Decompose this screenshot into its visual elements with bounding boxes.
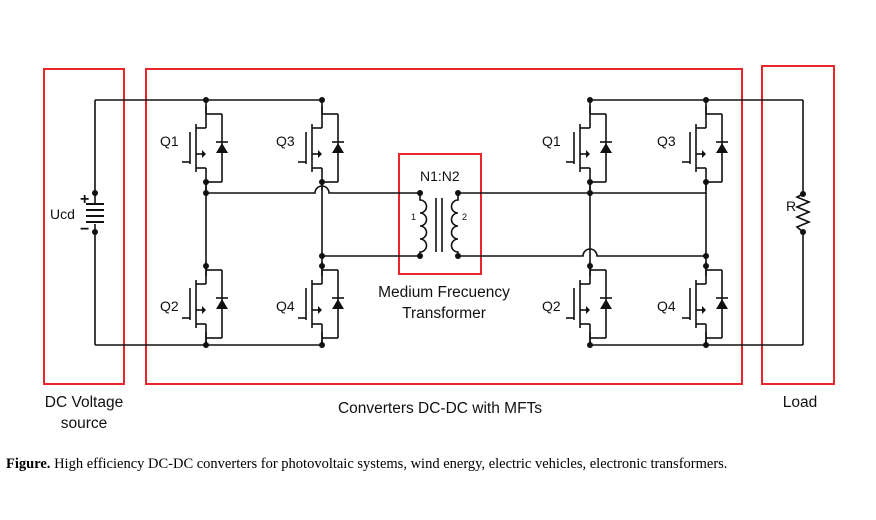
label-q2-right: Q2 bbox=[542, 298, 561, 314]
transformer-frame bbox=[398, 153, 482, 275]
label-q1-left: Q1 bbox=[160, 133, 179, 149]
mosfet-q2-right bbox=[565, 261, 613, 347]
source-box-label-line2: source bbox=[61, 415, 108, 432]
label-q1-right: Q1 bbox=[542, 133, 561, 149]
battery-icon bbox=[86, 203, 104, 223]
label-q4-left: Q4 bbox=[276, 298, 295, 314]
label-q2-left: Q2 bbox=[160, 298, 179, 314]
transformer-icon bbox=[419, 193, 459, 256]
mosfet-q1-right bbox=[565, 105, 613, 191]
mosfet-q4-right bbox=[681, 261, 729, 347]
figure-caption: Figure. High efficiency DC-DC converters… bbox=[6, 456, 872, 473]
winding-secondary-number: 2 bbox=[462, 212, 467, 222]
caption-prefix: Figure. bbox=[6, 456, 51, 472]
source-frame bbox=[43, 68, 125, 385]
label-ratio: N1:N2 bbox=[420, 168, 460, 184]
mosfet-q4-left bbox=[297, 261, 345, 347]
label-source: Ucd bbox=[50, 206, 75, 222]
converter-box-label: Converters DC-DC with MFTs bbox=[338, 400, 542, 417]
label-load-r: R bbox=[786, 198, 796, 214]
transformer-label-line2: Transformer bbox=[402, 305, 486, 322]
winding-primary-number: 1 bbox=[411, 212, 416, 222]
transformer-label-line1: Medium Frecuency bbox=[378, 284, 510, 301]
mosfet-q3-right bbox=[681, 105, 729, 191]
label-q3-left: Q3 bbox=[276, 133, 295, 149]
junction-dots bbox=[92, 97, 806, 348]
source-box-label-line1: DC Voltage bbox=[45, 394, 123, 411]
battery-minus: − bbox=[80, 221, 89, 238]
label-q3-right: Q3 bbox=[657, 133, 676, 149]
converter-frame bbox=[145, 68, 743, 385]
battery-plus: + bbox=[80, 191, 89, 208]
load-box-label: Load bbox=[783, 394, 817, 411]
caption-text: High efficiency DC-DC converters for pho… bbox=[50, 456, 728, 472]
mosfet-q3-left bbox=[297, 105, 345, 191]
load-frame bbox=[761, 65, 835, 385]
mosfet-q1-left bbox=[181, 105, 229, 191]
mosfet-q2-left bbox=[181, 261, 229, 347]
resistor-icon bbox=[794, 193, 812, 233]
label-q4-right: Q4 bbox=[657, 298, 676, 314]
